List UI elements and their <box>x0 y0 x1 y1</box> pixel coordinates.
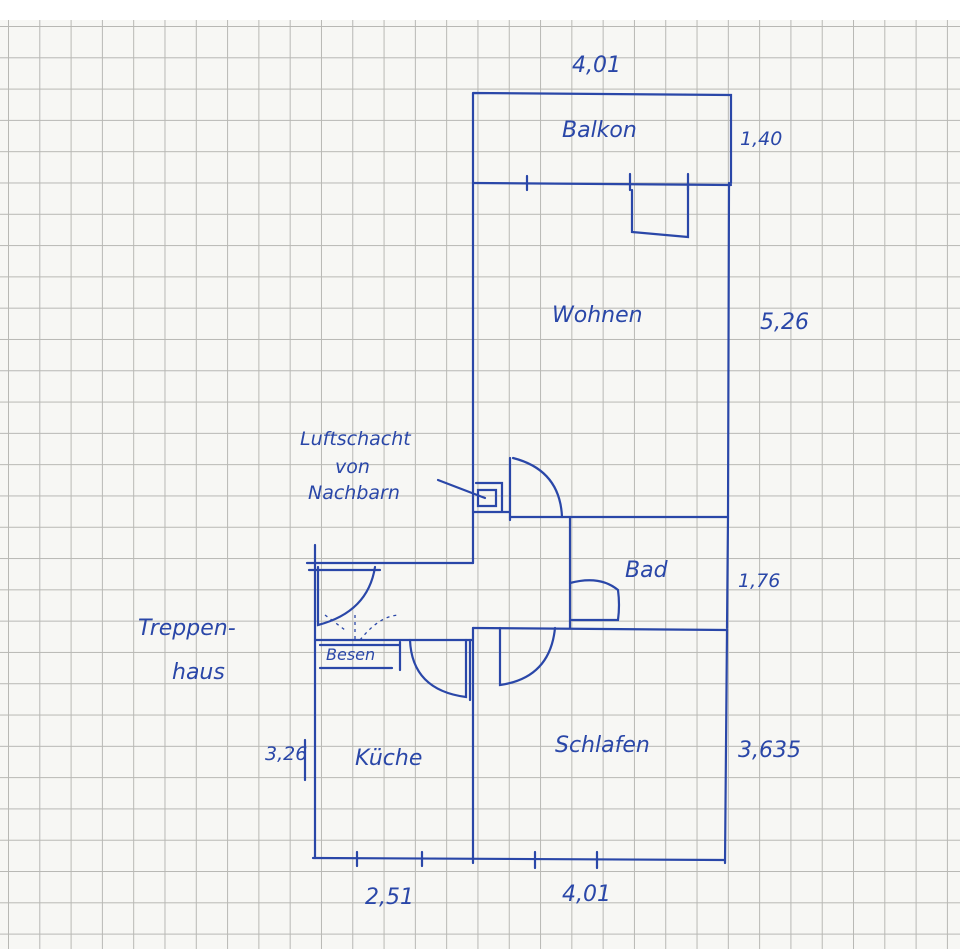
balkon-door <box>630 181 690 239</box>
bottom-ticks <box>355 850 599 870</box>
dim-kueche-width: 2,51 <box>365 885 414 910</box>
balkon-wall-ticks <box>525 172 690 192</box>
label-treppenhaus-1: Treppen- <box>138 616 236 641</box>
luftschacht-pointer <box>436 478 487 500</box>
wohnen-door <box>508 456 564 522</box>
label-luftschacht-1: Luftschacht <box>300 428 411 450</box>
dim-balkon-depth: 1,40 <box>740 128 783 150</box>
kueche-door <box>408 638 472 702</box>
room-label-schlafen: Schlafen <box>555 733 650 758</box>
dim-kueche-depth: 3,26 <box>265 743 308 765</box>
room-label-bad: Bad <box>625 558 668 583</box>
kueche-top-wall <box>313 626 475 865</box>
luftschacht-box <box>471 481 512 514</box>
label-luftschacht-3: Nachbarn <box>308 482 400 504</box>
label-luftschacht-2: von <box>335 456 370 478</box>
balkon-outline <box>471 91 733 185</box>
besen-cabinet <box>318 640 402 672</box>
dim-wohnen-depth: 5,26 <box>760 310 809 335</box>
grid-paper <box>0 20 960 949</box>
room-label-kueche: Küche <box>355 746 423 771</box>
label-besen: Besen <box>326 645 376 664</box>
dim-schlafen-depth: 3,635 <box>738 738 801 763</box>
bottom-wall <box>311 856 727 862</box>
schlafen-walls <box>471 626 729 865</box>
room-label-wohnen: Wohnen <box>552 303 643 328</box>
bad-door <box>568 579 621 622</box>
schlafen-door <box>498 626 557 687</box>
dim-bad-depth: 1,76 <box>738 570 781 592</box>
balkon-wall <box>471 181 733 187</box>
wohnen-right-wall <box>726 181 731 519</box>
dim-top-width: 4,01 <box>572 53 621 78</box>
flur-wall <box>305 561 475 572</box>
bad-walls <box>568 515 730 630</box>
treppenhaus-door <box>316 565 377 627</box>
label-treppenhaus-2: haus <box>172 660 225 685</box>
room-label-balkon: Balkon <box>562 118 637 143</box>
dim-schlafen-width: 4,01 <box>562 882 611 907</box>
